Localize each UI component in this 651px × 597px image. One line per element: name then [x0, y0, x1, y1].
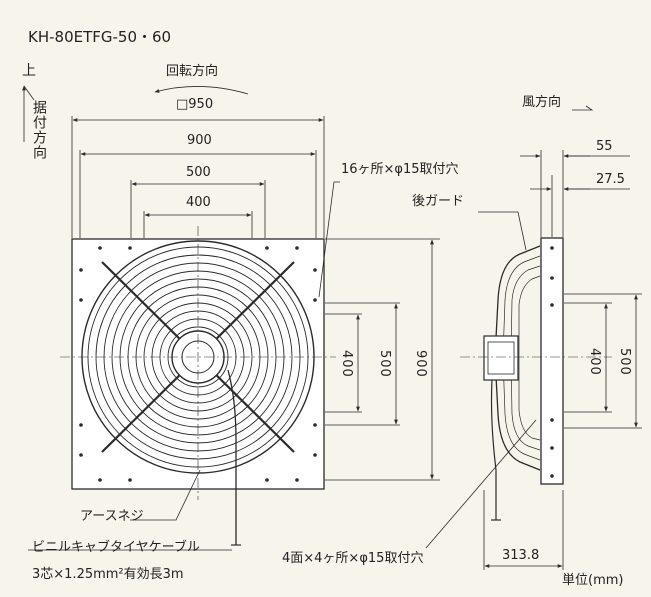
dim-v500: 500 — [377, 350, 392, 378]
side-view — [460, 237, 612, 521]
cable — [227, 369, 237, 545]
center-lines — [60, 226, 336, 500]
cable-name-label: ビニルキャブタイヤケーブル — [32, 540, 200, 555]
dim-side55: 55 — [596, 139, 613, 154]
wind-direction-label: 風方向 — [522, 95, 562, 110]
dim-side400: 400 — [587, 348, 602, 376]
dim-v900: 900 — [413, 350, 428, 378]
side-flange — [540, 237, 564, 485]
rear-guard-label: 後ガード — [412, 194, 465, 209]
rotation-direction-label: 回転方向 — [166, 64, 219, 79]
mount-direction-label: 据付方向 — [31, 100, 47, 160]
holes-16-label: 16ヶ所×φ15取付穴 — [341, 162, 459, 177]
dim-depth: 313.8 — [502, 548, 540, 563]
cable-spec-label: 3芯×1.25mm²有効長3m — [32, 567, 184, 582]
dim-h400: 400 — [186, 195, 211, 210]
frame-holes — [79, 246, 317, 482]
side-dims — [425, 105, 642, 570]
dim-h500: 500 — [186, 165, 211, 180]
dim-side500: 500 — [617, 348, 632, 376]
front-view — [60, 226, 336, 546]
up-label: 上 — [22, 63, 36, 79]
dim-side27-5: 27.5 — [596, 172, 625, 187]
square-950-label: □950 — [176, 97, 214, 112]
holes-4x4-label: 4面×4ヶ所×φ15取付穴 — [282, 551, 424, 566]
dim-v400: 400 — [339, 350, 354, 378]
unit-label: 単位(mm) — [562, 573, 624, 588]
page-title: KH-80ETFG-50・60 — [28, 28, 172, 46]
earth-screw-label: アースネジ — [80, 509, 144, 524]
dim-h900: 900 — [187, 133, 212, 148]
front-dims — [22, 85, 440, 551]
motor — [483, 335, 519, 381]
